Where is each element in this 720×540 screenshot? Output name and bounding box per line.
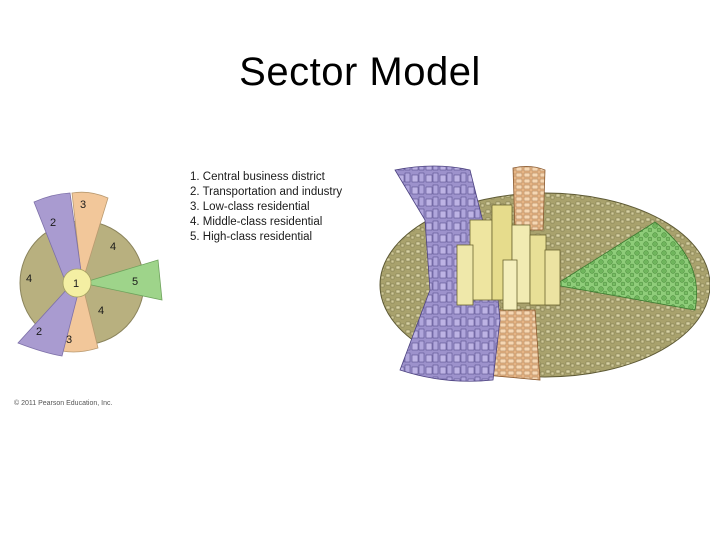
label-low-bottom: 3: [66, 334, 72, 346]
label-middle-left: 4: [26, 273, 32, 285]
city-illustration: [379, 165, 710, 382]
low-class-wedge-top: [512, 166, 546, 231]
cbd-skyscrapers: [456, 204, 561, 311]
sector-diagram: 1 2 3 4 4 5 4 2 3: [17, 191, 163, 357]
label-low-top: 3: [80, 199, 86, 211]
label-cbd: 1: [73, 278, 79, 290]
label-high: 5: [132, 276, 138, 288]
label-transport-bottom: 2: [36, 326, 42, 338]
slide-title: Sector Model: [239, 50, 481, 94]
transportation-sector: [17, 192, 83, 357]
cbd-circle: [62, 268, 92, 298]
legend-item-cbd: 1. Central business district: [190, 171, 325, 183]
legend-item-low-class: 3. Low-class residential: [190, 201, 310, 213]
legend-item-middle-class: 4. Middle-class residential: [190, 216, 323, 228]
legend: 1. Central business district 2. Transpor…: [190, 170, 342, 245]
legend-item-high-class: 5. High-class residential: [190, 231, 313, 243]
legend-item-transportation: 2. Transportation and industry: [190, 186, 343, 198]
low-class-sector-top: [71, 191, 109, 284]
label-middle-upper-right: 4: [110, 241, 116, 253]
high-class-wedge: [553, 221, 698, 311]
label-transport-top: 2: [50, 217, 56, 229]
copyright-notice: © 2011 Pearson Education, Inc.: [14, 400, 113, 407]
label-middle-lower-right: 4: [98, 305, 104, 317]
high-class-sector: [81, 259, 163, 301]
